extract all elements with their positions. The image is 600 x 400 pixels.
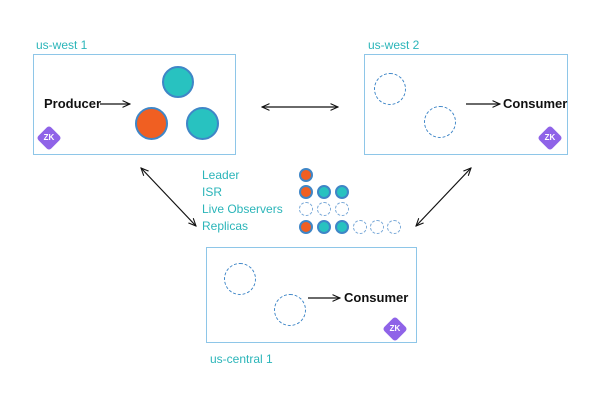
legend-isr-dot-2 [317,185,331,199]
observer-us-west-2-b [424,106,456,138]
zookeeper-label-us-west-2: ZK [544,133,556,142]
producer-label: Producer [44,96,102,111]
observer-us-central-1-a [224,263,256,295]
legend-replica-dot-2 [317,220,331,234]
legend-label-live-observers: Live Observers [202,202,283,216]
zookeeper-label-us-central-1: ZK [389,324,401,333]
legend-observer-dot-2 [317,202,331,216]
arrow-west1-central [141,168,196,226]
broker-isr-top [162,66,194,98]
broker-leader [135,107,168,140]
legend-replica-dot-1 [299,220,313,234]
consumer-us-west-2-label: Consumer [503,96,568,111]
zookeeper-label-us-west-1: ZK [43,133,55,142]
legend-replica-dot-5 [370,220,384,234]
legend-label-replicas: Replicas [202,219,249,233]
legend-observer-dot-1 [299,202,313,216]
legend-isr-dot-1 [299,185,313,199]
legend-observer-dot-3 [335,202,349,216]
observer-us-central-1-b [274,294,306,326]
arrow-west2-central [416,168,471,226]
consumer-us-central-1-label: Consumer [344,290,409,305]
observer-us-west-2-a [374,73,406,105]
legend-label-leader: Leader [202,168,240,182]
legend-replica-dot-6 [387,220,401,234]
broker-isr-right [186,107,219,140]
region-label-us-west-1: us-west 1 [36,38,88,52]
region-label-us-west-2: us-west 2 [368,38,420,52]
legend-isr-dot-3 [335,185,349,199]
legend-label-isr: ISR [202,185,223,199]
legend-replica-dot-4 [353,220,367,234]
region-label-us-central-1: us-central 1 [210,352,273,366]
legend-replica-dot-3 [335,220,349,234]
legend-leader-dot [299,168,313,182]
